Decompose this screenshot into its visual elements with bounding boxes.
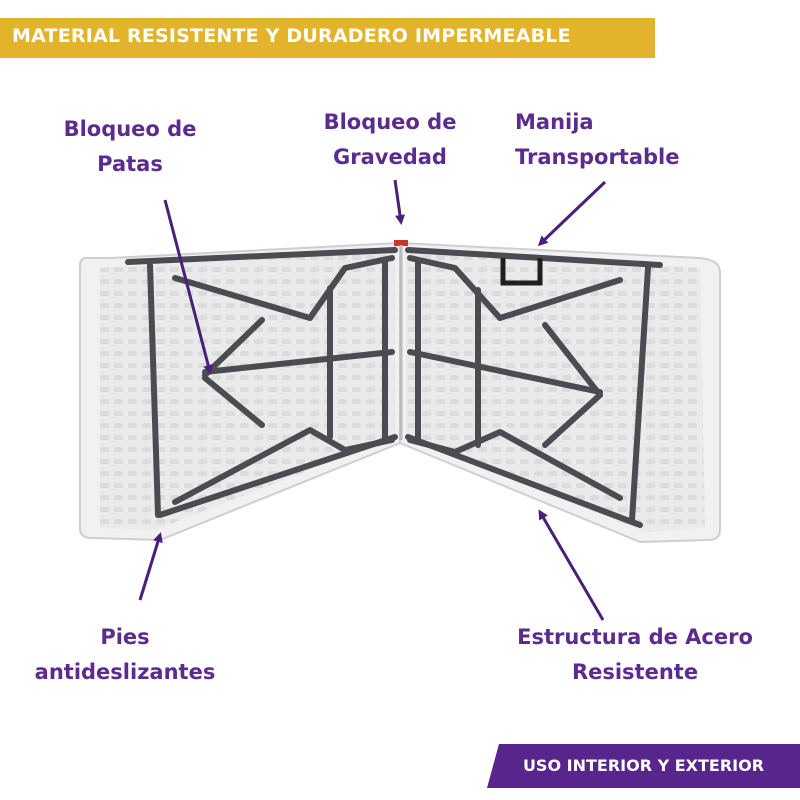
bottom-banner: USO INTERIOR Y EXTERIOR xyxy=(487,744,800,788)
arrow-bloqueo-patas xyxy=(163,199,214,375)
label-estructura: Estructura de Acero Resistente xyxy=(485,620,785,690)
arrow-estructura xyxy=(538,509,605,621)
label-manija-line2: Transportable xyxy=(515,145,680,169)
top-banner: MATERIAL RESISTENTE Y DURADERO IMPERMEAB… xyxy=(0,18,655,58)
right-steel-frame xyxy=(405,247,663,528)
label-manija: Manija Transportable xyxy=(515,105,735,175)
label-bloqueo-patas-line2: Patas xyxy=(97,152,163,176)
label-bloqueo-gravedad-line1: Bloqueo de xyxy=(323,110,457,134)
label-bloqueo-patas: Bloqueo de Patas xyxy=(40,112,220,182)
label-bloqueo-patas-line1: Bloqueo de xyxy=(63,117,197,141)
label-estructura-line2: Resistente xyxy=(571,660,699,684)
right-tabletop-texture xyxy=(406,250,705,532)
bottom-banner-text: USO INTERIOR Y EXTERIOR xyxy=(522,756,765,775)
gravity-lock xyxy=(394,240,408,246)
label-pies-line1: Pies xyxy=(100,625,150,649)
label-estructura-line1: Estructura de Acero xyxy=(517,625,753,649)
label-bloqueo-gravedad-line2: Gravedad xyxy=(333,145,447,169)
left-steel-frame xyxy=(125,247,398,518)
arrow-manija xyxy=(537,180,607,247)
top-banner-text: MATERIAL RESISTENTE Y DURADERO IMPERMEAB… xyxy=(12,25,571,47)
label-manija-line1: Manija xyxy=(515,110,594,134)
label-pies-line2: antideslizantes xyxy=(34,660,216,684)
arrow-pies xyxy=(138,532,163,601)
label-bloqueo-gravedad: Bloqueo de Gravedad xyxy=(300,105,480,175)
label-pies: Pies antideslizantes xyxy=(0,620,250,690)
carry-handle xyxy=(500,258,543,286)
arrow-bloqueo-gravedad xyxy=(393,179,405,225)
